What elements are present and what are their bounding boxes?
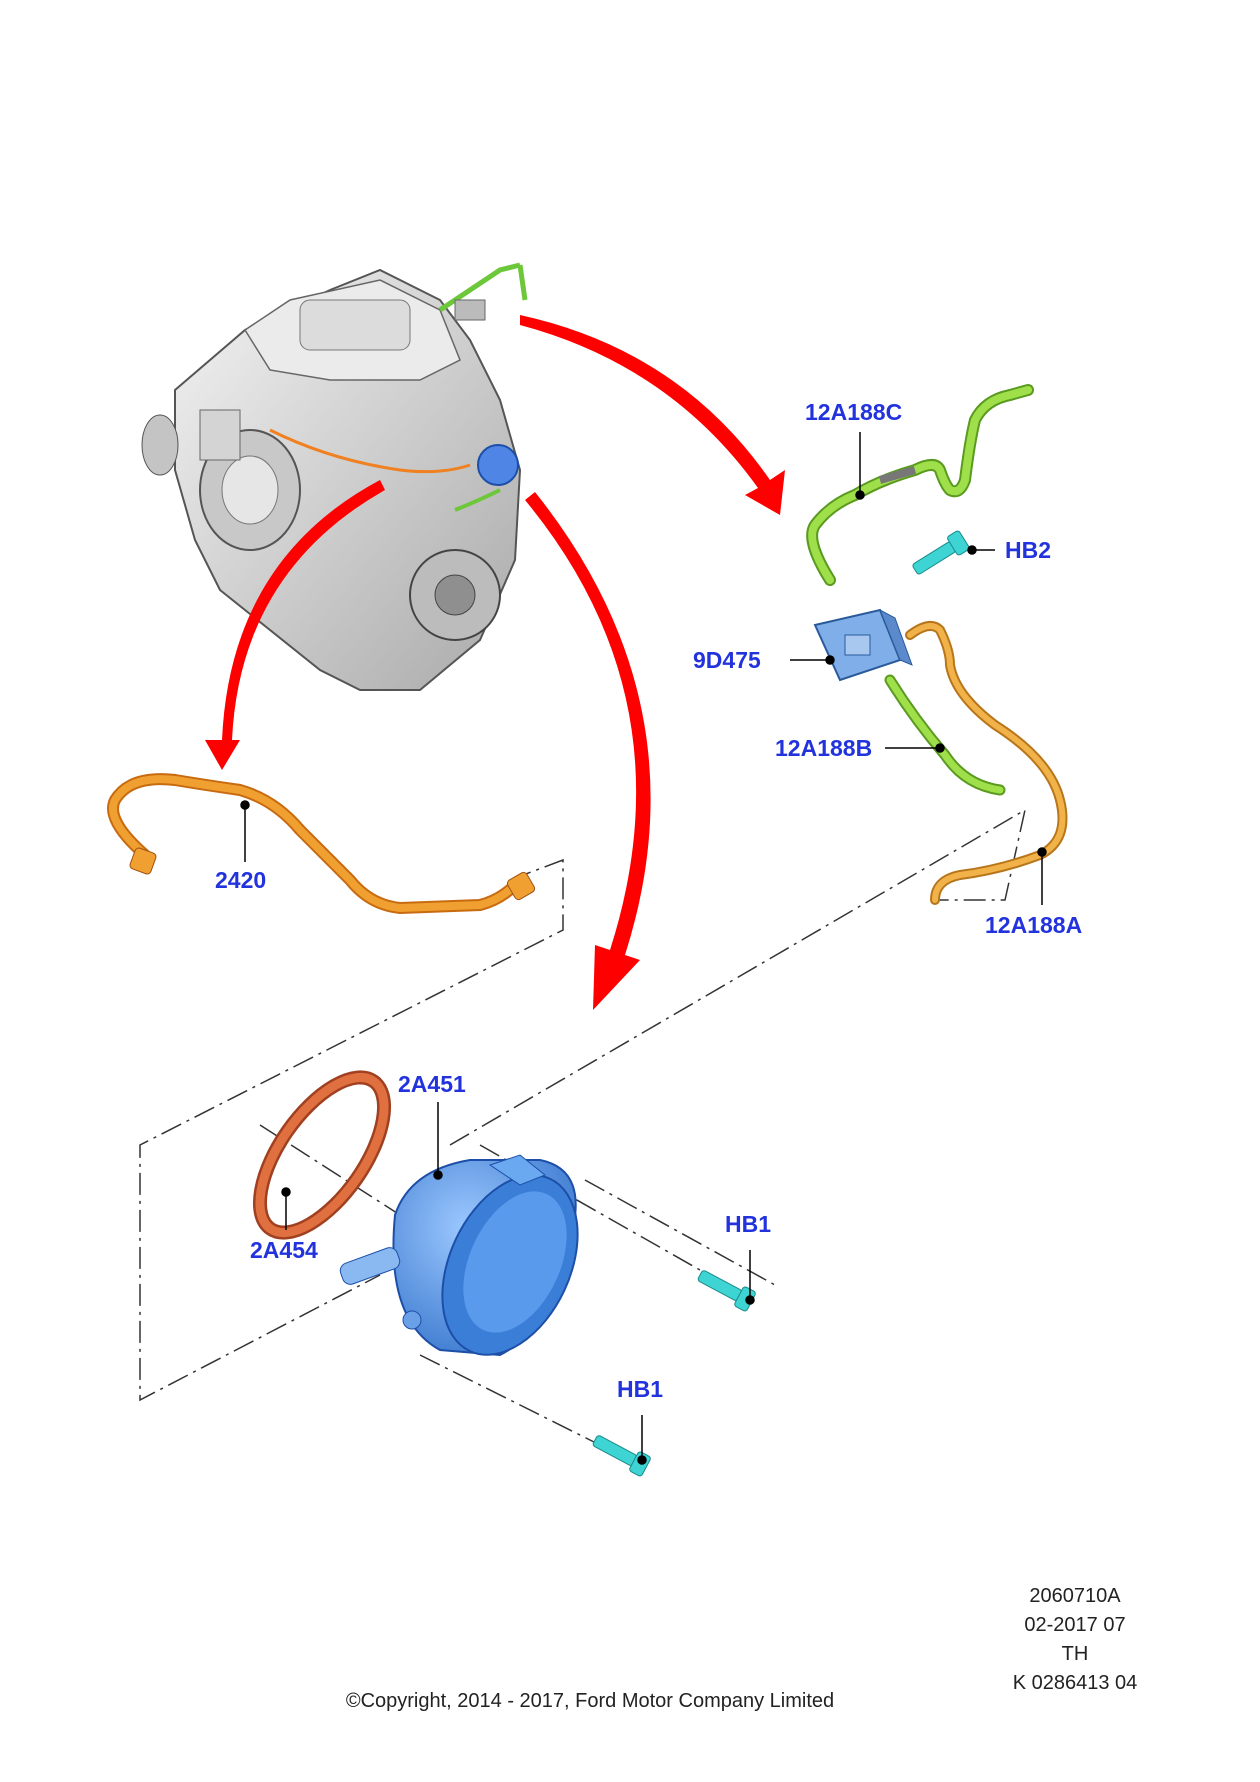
copyright-notice: ©Copyright, 2014 - 2017, Ford Motor Comp… bbox=[345, 1690, 835, 1712]
drawing-code: TH bbox=[1061, 1643, 1089, 1665]
seal-ring-icon bbox=[252, 1070, 392, 1240]
solenoid-valve-icon bbox=[813, 608, 913, 682]
label-12A188C: 12A188C bbox=[805, 399, 902, 425]
label-2420: 2420 bbox=[215, 867, 266, 893]
label-12A188B: 12A188B bbox=[775, 735, 872, 761]
hose-12A188C bbox=[806, 384, 1034, 586]
label-2A451: 2A451 bbox=[398, 1071, 466, 1097]
engine-icon bbox=[141, 262, 528, 691]
arrow-icon bbox=[205, 315, 785, 1010]
hose-12A188A bbox=[905, 621, 1068, 905]
label-9D475: 9D475 bbox=[693, 647, 761, 673]
drawing-ref: 2060710A bbox=[1029, 1585, 1121, 1607]
label-HB2: HB2 bbox=[1005, 537, 1051, 563]
label-12A188A: 12A188A bbox=[985, 912, 1082, 938]
bolt-icon bbox=[912, 530, 970, 575]
drawing-kcode: K 0286413 04 bbox=[1012, 1672, 1138, 1694]
label-HB1-lower: HB1 bbox=[617, 1376, 663, 1402]
leader-lines bbox=[240, 432, 1047, 1465]
hose-12A188B bbox=[884, 674, 1006, 796]
hose-2420 bbox=[107, 773, 536, 915]
drawing-date: 02-2017 07 bbox=[1024, 1614, 1126, 1636]
label-2A454: 2A454 bbox=[250, 1237, 318, 1263]
label-HB1-upper: HB1 bbox=[725, 1211, 771, 1237]
drawing-reference-block: 2060710A 02-2017 07 TH K 0286413 04 bbox=[990, 1582, 1160, 1698]
assembly-lines bbox=[139, 808, 1027, 1446]
bolt-icon bbox=[697, 1270, 756, 1312]
vacuum-pump-icon bbox=[339, 1154, 579, 1357]
part-labels: 12A188C HB2 9D475 12A188B 2420 12A188A 2… bbox=[215, 399, 1082, 1402]
